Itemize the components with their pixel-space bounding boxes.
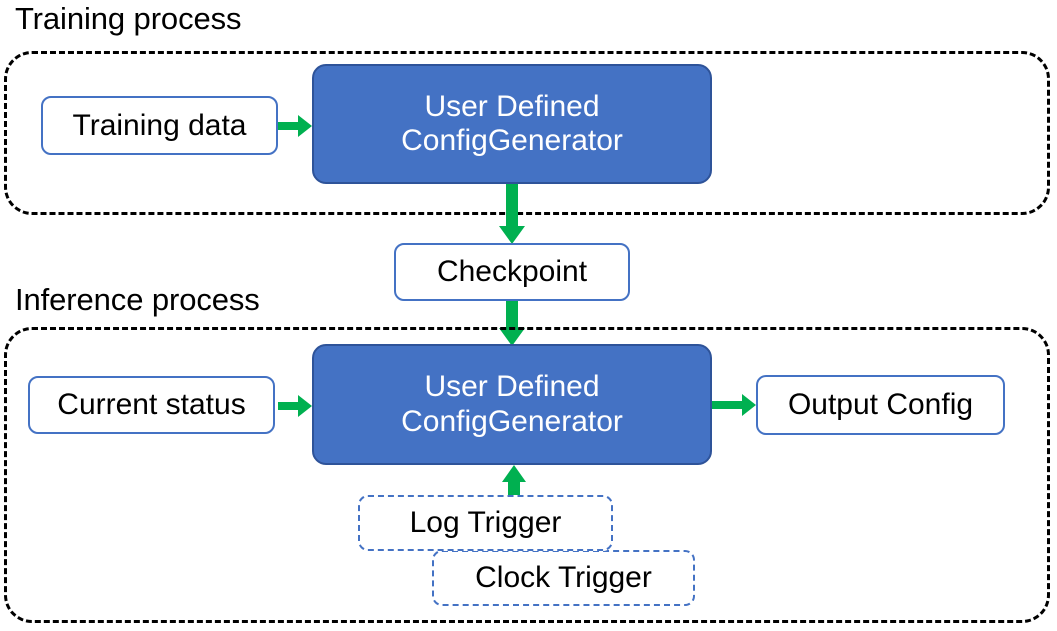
- inference-process-container: [4, 327, 1050, 623]
- inference-process-caption: Inference process: [15, 282, 260, 317]
- arrow-checkpoint-to-inference-processor: [497, 301, 527, 348]
- training-process-caption: Training process: [15, 1, 242, 36]
- arrow-current-status-to-processor: [278, 392, 314, 420]
- arrow-processor-to-checkpoint: [497, 184, 527, 246]
- output-config-node[interactable]: Output Config: [756, 375, 1005, 435]
- current-status-node[interactable]: Current status: [28, 376, 275, 434]
- checkpoint-node[interactable]: Checkpoint: [394, 243, 630, 301]
- training-data-node[interactable]: Training data: [41, 96, 278, 155]
- inference-config-generator-node[interactable]: User Defined ConfigGenerator: [312, 344, 712, 465]
- clock-trigger-node[interactable]: Clock Trigger: [432, 550, 695, 606]
- arrow-processor-to-output-config: [712, 391, 758, 419]
- training-config-generator-node[interactable]: User Defined ConfigGenerator: [312, 64, 712, 184]
- processor-line-2: ConfigGenerator: [401, 404, 623, 438]
- processor-line-2: ConfigGenerator: [401, 124, 623, 157]
- processor-line-1: User Defined: [424, 370, 600, 403]
- processor-line-1: User Defined: [424, 89, 600, 123]
- training-process-container: [4, 51, 1050, 215]
- arrow-trigger-to-processor: [500, 465, 528, 501]
- log-trigger-node[interactable]: Log Trigger: [358, 495, 613, 551]
- arrow-training-data-to-processor: [278, 112, 314, 140]
